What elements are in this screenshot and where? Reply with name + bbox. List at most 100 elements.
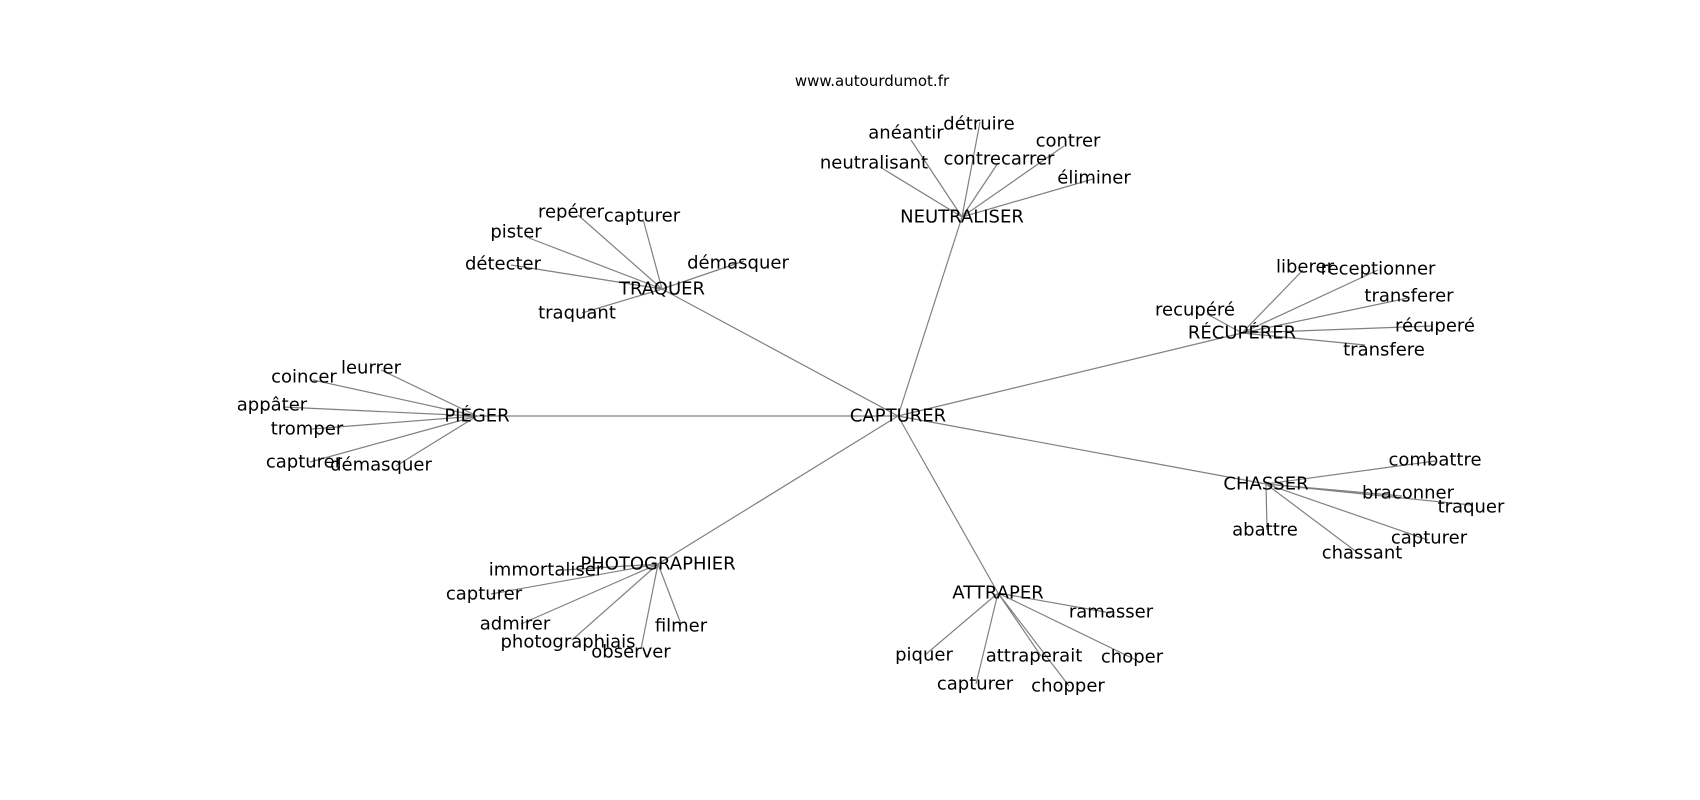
edge-hub-to-leaf: [879, 166, 963, 218]
leaf-node[interactable]: chassant: [1322, 543, 1403, 564]
edge-hub-to-leaf: [961, 145, 1065, 218]
edge-hub-to-leaf: [520, 563, 659, 625]
edge-hub-to-leaf: [311, 415, 478, 430]
edge-hub-to-leaf: [661, 260, 745, 290]
leaf-node[interactable]: coincer: [271, 367, 337, 388]
leaf-node[interactable]: repérer: [538, 202, 605, 223]
hub-node[interactable]: NEUTRALISER: [900, 207, 1024, 228]
leaf-node[interactable]: choper: [1101, 647, 1164, 668]
edge-hub-to-leaf: [528, 237, 663, 290]
hub-node[interactable]: ATTRAPER: [952, 583, 1043, 604]
edge-hub-to-leaf: [997, 592, 1112, 614]
edge-hub-to-leaf: [997, 592, 1070, 687]
edge-hub-to-leaf: [1241, 269, 1304, 334]
edge-hub-to-leaf: [380, 369, 478, 417]
edge-hub-to-leaf: [571, 563, 659, 641]
edge-root-to-hub: [661, 288, 899, 417]
edge-hub-to-leaf: [490, 563, 659, 595]
leaf-node[interactable]: capturer: [446, 584, 523, 605]
edge-hub-to-leaf: [961, 121, 981, 218]
edge-hub-to-leaf: [577, 214, 663, 290]
edge-hub-to-leaf: [510, 264, 663, 290]
leaf-node[interactable]: pister: [490, 222, 542, 243]
hub-node[interactable]: RÉCUPÉRER: [1188, 322, 1296, 344]
edge-hub-to-leaf: [581, 288, 663, 314]
edge-hub-to-leaf: [1265, 483, 1359, 554]
edge-root-to-hub: [657, 415, 899, 565]
edge-hub-to-leaf: [924, 592, 999, 656]
leaf-node[interactable]: transfere: [1343, 340, 1425, 361]
edge-hub-to-leaf: [640, 563, 659, 650]
leaf-node[interactable]: combattre: [1388, 450, 1481, 471]
leaf-node[interactable]: démasquer: [330, 455, 432, 476]
edge-hub-to-leaf: [563, 563, 659, 571]
leaf-node[interactable]: démasquer: [687, 253, 789, 274]
leaf-node[interactable]: capturer: [1391, 528, 1468, 549]
edge-hub-to-leaf: [1206, 313, 1243, 334]
leaf-node[interactable]: attraperait: [986, 646, 1083, 667]
edge-hub-to-leaf: [910, 139, 963, 218]
edge-hub-to-leaf: [309, 415, 478, 463]
leaf-node[interactable]: immortaliser: [489, 560, 604, 581]
edge-hub-to-leaf: [657, 563, 682, 625]
edge-hub-to-leaf: [975, 592, 999, 685]
leaf-node[interactable]: photographiais: [500, 632, 635, 653]
leaf-node[interactable]: transferer: [1364, 286, 1454, 307]
leaf-node[interactable]: admirer: [480, 614, 551, 635]
edge-hub-to-leaf: [1241, 297, 1409, 334]
leaf-node[interactable]: receptionner: [1321, 259, 1436, 280]
leaf-node[interactable]: appâter: [237, 395, 308, 416]
leaf-node[interactable]: abattre: [1232, 520, 1298, 541]
edge-hub-to-leaf: [961, 162, 999, 218]
edge-hub-to-leaf: [1241, 332, 1366, 346]
leaf-node[interactable]: détecter: [465, 254, 542, 275]
hub-node[interactable]: TRAQUER: [618, 279, 705, 300]
edge-hub-to-leaf: [1265, 483, 1429, 541]
leaf-node[interactable]: contrecarrer: [944, 149, 1056, 170]
edges: [282, 121, 1472, 687]
edge-root-to-hub: [897, 415, 999, 594]
hub-node[interactable]: PHOTOGRAPHIER: [580, 554, 735, 575]
edge-root-to-hub: [897, 415, 1267, 485]
leaf-node[interactable]: capturer: [266, 452, 343, 473]
leaf-node[interactable]: filmer: [655, 616, 708, 637]
hub-node[interactable]: CHASSER: [1223, 474, 1308, 495]
leaf-node[interactable]: détruire: [943, 114, 1014, 135]
leaf-node[interactable]: leurrer: [341, 358, 402, 379]
leaf-node[interactable]: traquer: [1438, 497, 1505, 518]
leaf-node[interactable]: contrer: [1036, 131, 1101, 152]
edge-hub-to-leaf: [1241, 269, 1379, 334]
leaf-node[interactable]: récuperé: [1395, 316, 1475, 337]
leaf-node[interactable]: piquer: [895, 645, 953, 666]
edge-hub-to-leaf: [642, 218, 663, 290]
leaf-node[interactable]: observer: [591, 642, 671, 663]
edge-root-to-hub: [897, 332, 1243, 417]
edge-hub-to-leaf: [1265, 483, 1268, 531]
edge-hub-to-leaf: [997, 592, 1137, 661]
leaf-node[interactable]: traquant: [538, 303, 616, 324]
hub-node[interactable]: PIÉGER: [444, 405, 509, 427]
leaf-node[interactable]: capturer: [937, 674, 1014, 695]
edge-hub-to-leaf: [1265, 460, 1436, 485]
leaf-node[interactable]: braconner: [1362, 483, 1455, 504]
edge-root-to-hub: [897, 216, 963, 417]
leaf-node[interactable]: anéantir: [868, 123, 944, 144]
leaf-node[interactable]: liberer: [1276, 257, 1335, 278]
root-node[interactable]: CAPTURER: [850, 406, 946, 427]
leaf-node[interactable]: tromper: [271, 419, 344, 440]
leaf-node[interactable]: éliminer: [1057, 168, 1131, 189]
edge-hub-to-leaf: [1241, 325, 1433, 334]
leaf-node[interactable]: neutralisant: [820, 153, 928, 174]
edge-hub-to-leaf: [312, 379, 478, 417]
leaf-node[interactable]: recupéré: [1155, 300, 1235, 321]
leaf-node[interactable]: ramasser: [1069, 602, 1154, 623]
leaf-node[interactable]: capturer: [604, 206, 681, 227]
edge-hub-to-leaf: [961, 178, 1094, 218]
watermark: www.autourdumot.fr: [794, 72, 950, 90]
edge-hub-to-leaf: [1265, 483, 1472, 506]
edge-hub-to-leaf: [282, 406, 478, 417]
edge-hub-to-leaf: [395, 415, 478, 467]
leaf-node[interactable]: chopper: [1031, 676, 1105, 697]
